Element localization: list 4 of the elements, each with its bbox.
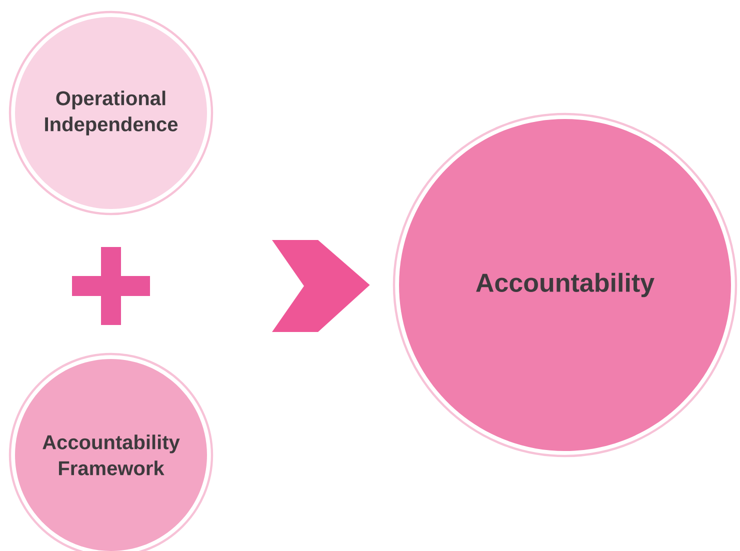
circle-node: Operational Independence xyxy=(8,10,214,216)
circle-node: Accountability Framework xyxy=(8,352,214,551)
circle-node: Accountability xyxy=(392,112,738,458)
chevron-arrow xyxy=(272,240,370,332)
